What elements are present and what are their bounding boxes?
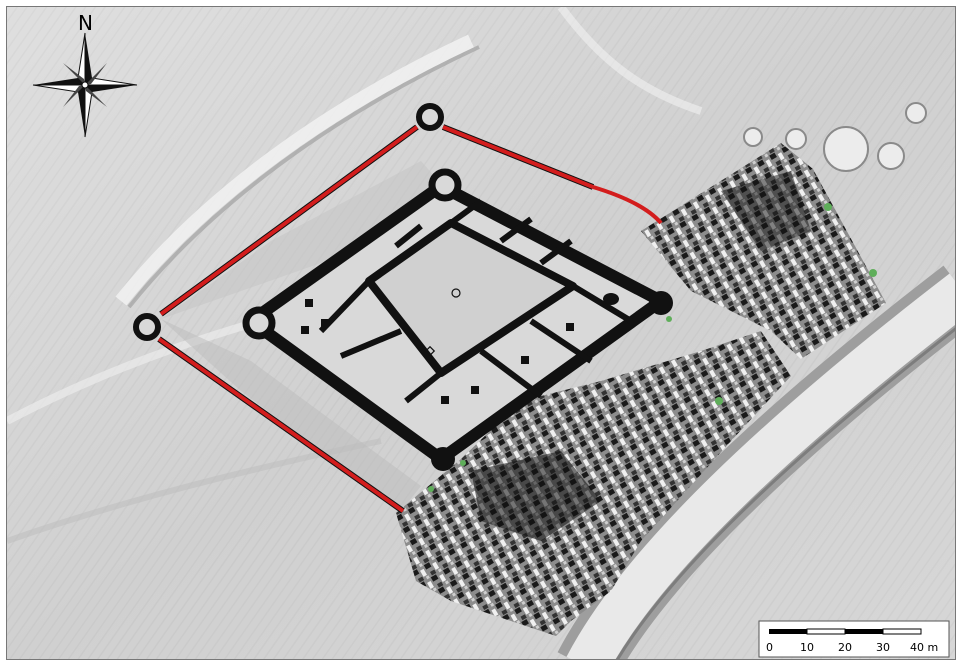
enclosure-tower-north (416, 103, 444, 131)
scale-tick-label: 20 (838, 641, 852, 654)
north-label: N (78, 11, 93, 35)
mound (905, 102, 927, 124)
scale-tick-label: 10 (800, 641, 814, 654)
geophysics-dark-patch (721, 171, 811, 251)
scale-bar-box (758, 620, 950, 658)
corner-tower-east (649, 291, 673, 315)
pier (301, 326, 309, 334)
mound (743, 127, 763, 147)
interior-wall (539, 238, 573, 266)
interior-wall (529, 318, 593, 364)
enclosure-slope (161, 161, 449, 319)
interior-wall (499, 216, 533, 244)
scale-bar: 0 10 20 30 40 m (758, 620, 950, 658)
enclosure-slope-south (161, 319, 421, 511)
scale-segment-4 (882, 628, 922, 635)
scale-segment-1 (769, 629, 807, 634)
map-frame: N 0 10 20 30 40 m (6, 6, 956, 660)
geophysics-survey-south (396, 331, 791, 636)
vegetation-marker (824, 203, 832, 211)
courtyard-marker (424, 345, 436, 357)
vegetation-markers (428, 203, 877, 492)
scale-tick-label: 0 (766, 641, 773, 654)
corner-tower-west (242, 306, 276, 340)
ridge-upper-left-shadow (127, 45, 480, 309)
interior-wall (394, 223, 423, 249)
map-canvas: N 0 10 20 30 40 m (7, 7, 955, 659)
pier (566, 323, 574, 331)
pier (471, 386, 479, 394)
enclosure-segment (157, 337, 405, 513)
enclosure-tower-west (133, 313, 161, 341)
scale-segment-2 (806, 628, 846, 635)
interior-wall (404, 370, 443, 404)
pier (521, 356, 529, 364)
geophysics-dark-patch (471, 451, 601, 541)
enclosure-segment (442, 125, 594, 189)
mound (823, 126, 869, 172)
road-surface (566, 273, 955, 659)
corner-tower-south (431, 447, 455, 471)
scale-tick-label: 30 (876, 641, 890, 654)
vegetation-marker (715, 397, 723, 405)
oval-feature (603, 293, 619, 305)
pier (441, 396, 449, 404)
vegetation-marker (869, 269, 877, 277)
courtyard-well (451, 288, 461, 298)
corner-tower-north (428, 168, 462, 202)
road-edge (616, 327, 955, 659)
vegetation-marker (460, 460, 466, 466)
mound (877, 142, 905, 170)
interior-wall (449, 198, 483, 226)
interior-wall (571, 283, 633, 324)
north-arrow: N (32, 11, 138, 138)
compass-rose-icon (32, 32, 138, 138)
ridge-upper-left (115, 34, 474, 306)
scale-tick-label: 40 m (910, 641, 938, 654)
vegetation-marker (666, 316, 672, 322)
scale-segment-3 (845, 629, 883, 634)
enclosure-segment (592, 185, 663, 225)
outer-enclosure (133, 103, 663, 514)
interior-wall (479, 348, 543, 399)
ridge-top (557, 7, 703, 115)
pier (321, 319, 329, 327)
interior-wall (339, 328, 403, 359)
pier (305, 299, 313, 307)
castle-plan (242, 168, 673, 471)
geophysics-survey-east (641, 143, 886, 359)
mound (785, 128, 807, 150)
enclosure-segment (159, 125, 419, 316)
vegetation-marker (428, 486, 434, 492)
